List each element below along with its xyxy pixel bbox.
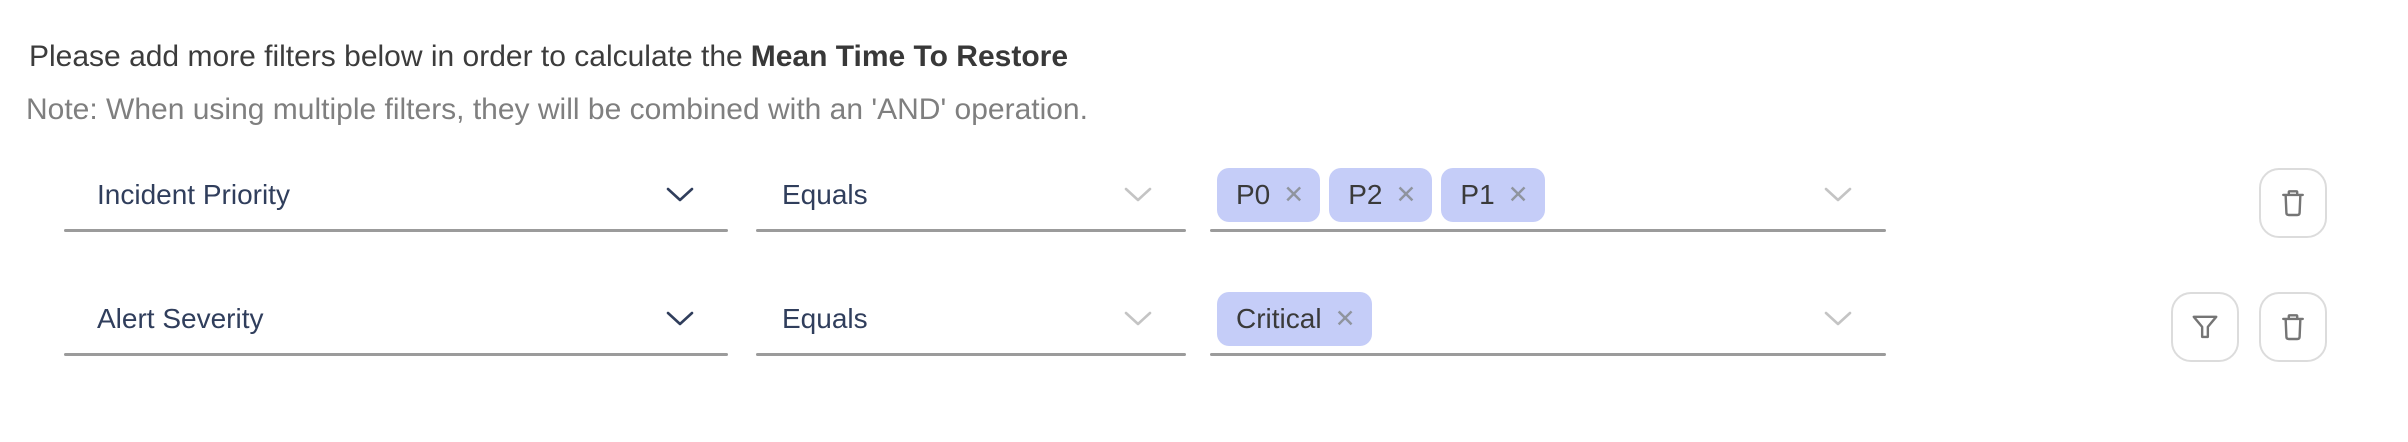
tag-remove-icon[interactable]: ✕ [1507,180,1529,209]
chevron-down-icon [1824,187,1852,202]
filter-row: Alert Severity Equals Critical ✕ [0,284,2408,362]
value-tag: Critical ✕ [1217,292,1372,346]
operator-select[interactable]: Equals [756,160,1186,232]
field-select[interactable]: Alert Severity [64,284,728,356]
value-tag-label: Critical [1236,303,1322,334]
tag-remove-icon[interactable]: ✕ [1334,304,1356,333]
metric-name: Mean Time To Restore [750,40,1069,73]
selected-values: P0 ✕ P2 ✕ P1 ✕ [1217,168,1545,222]
filter-button[interactable] [2171,292,2239,362]
delete-filter-button[interactable] [2259,168,2327,238]
values-multiselect[interactable]: P0 ✕ P2 ✕ P1 ✕ [1210,160,1886,232]
value-tag-label: P1 [1460,179,1495,210]
trash-icon [2282,190,2304,217]
tag-remove-icon[interactable]: ✕ [1283,180,1305,209]
instruction-prefix: Please add more filters below in order t… [29,40,743,73]
trash-icon [2282,314,2304,341]
selected-values: Critical ✕ [1217,292,1372,346]
row-actions [2171,292,2327,362]
filter-row: Incident Priority Equals P0 ✕ P2 ✕ P1 ✕ [0,160,2408,238]
funnel-icon [2192,315,2218,339]
operator-select-value: Equals [782,303,868,334]
value-tag: P1 ✕ [1441,168,1545,222]
values-multiselect[interactable]: Critical ✕ [1210,284,1886,356]
value-tag-label: P2 [1348,179,1383,210]
chevron-down-icon [1824,311,1852,326]
field-select-value: Alert Severity [97,303,264,334]
operator-select[interactable]: Equals [756,284,1186,356]
note-text: Note: When using multiple filters, they … [26,93,1088,126]
instruction-text: Please add more filters below in order t… [29,38,1068,76]
value-tag: P0 ✕ [1217,168,1321,222]
value-tag: P2 ✕ [1329,168,1433,222]
operator-select-value: Equals [782,179,868,210]
field-select[interactable]: Incident Priority [64,160,728,232]
tag-remove-icon[interactable]: ✕ [1395,180,1417,209]
delete-filter-button[interactable] [2259,292,2327,362]
field-select-value: Incident Priority [97,179,290,210]
chevron-down-icon [666,311,694,326]
chevron-down-icon [666,187,694,202]
chevron-down-icon [1124,187,1152,202]
value-tag-label: P0 [1236,179,1271,210]
row-actions [2259,168,2327,238]
chevron-down-icon [1124,311,1152,326]
